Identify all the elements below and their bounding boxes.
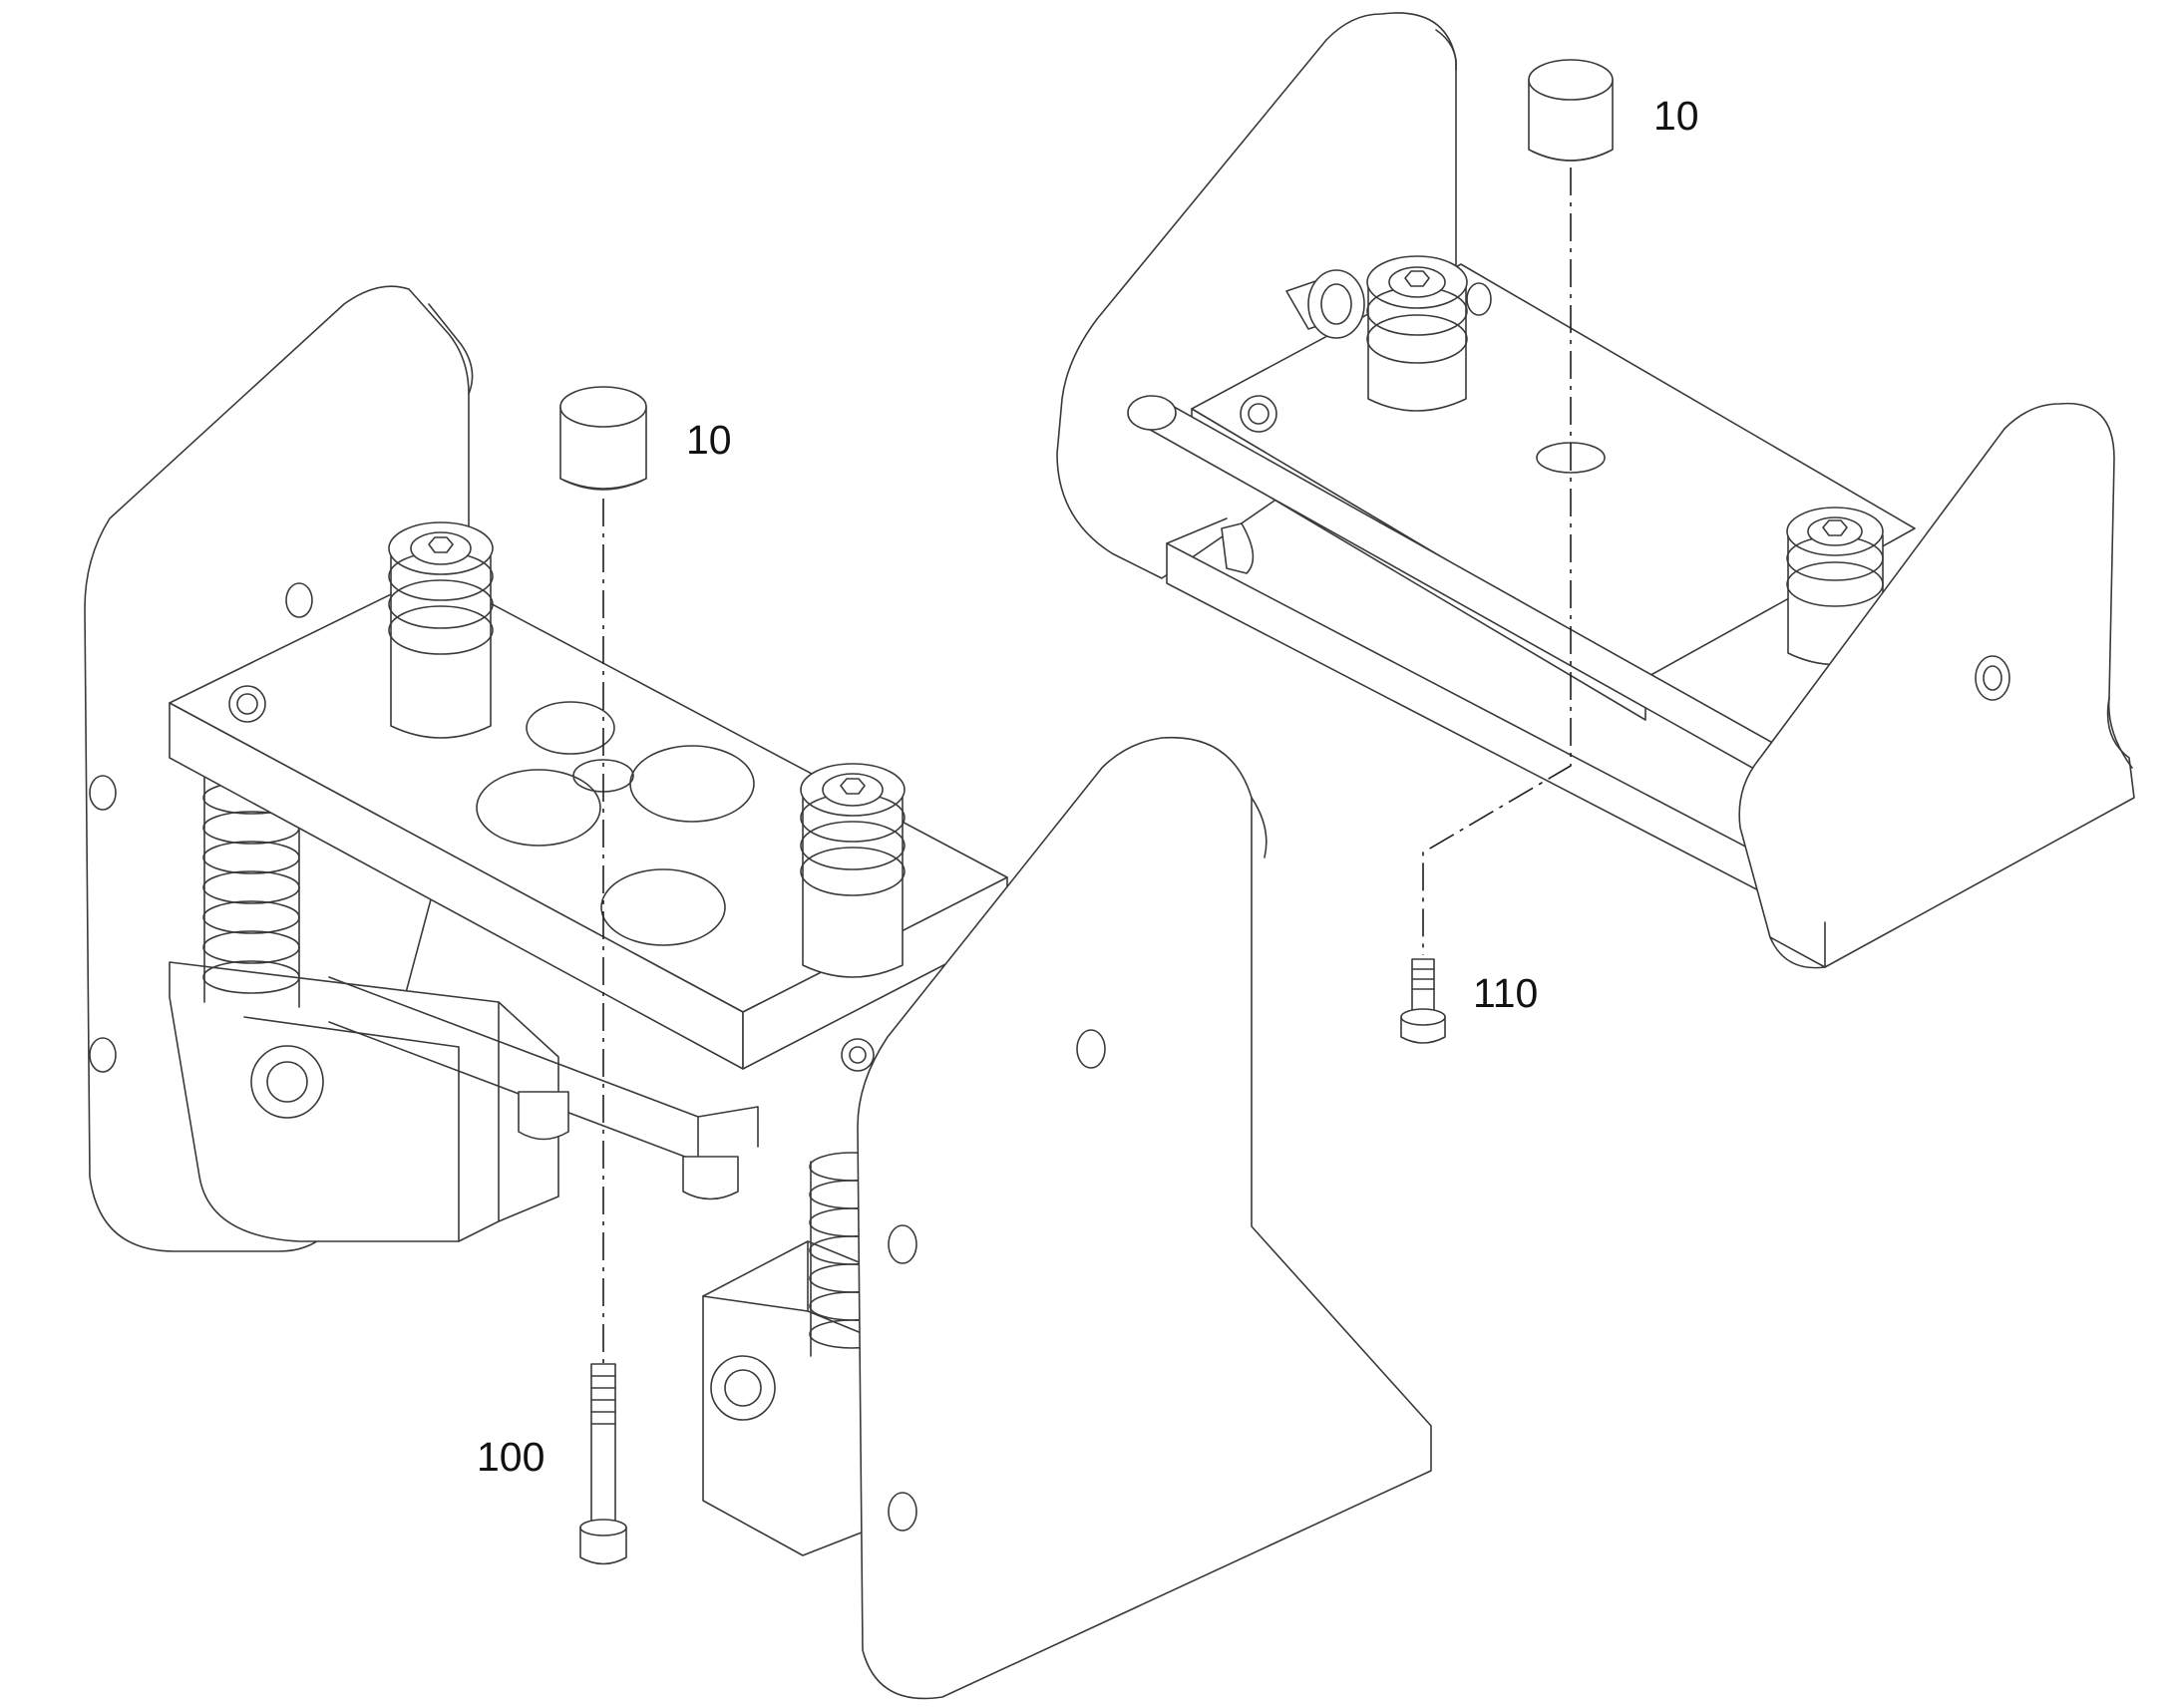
right-shoulder-bolt-rear [1366,255,1492,412]
left-screw-part [579,1363,627,1565]
right-screw-callout: 110 [1473,970,1538,1016]
left-shoulder-bolt-rear [388,521,494,739]
right-center-line [1422,168,1572,955]
right-cap-part [1528,59,1614,162]
right-screw-part [1400,958,1446,1044]
left-cap-callout: 10 [686,417,732,463]
right-cap-callout: 10 [1653,93,1699,139]
left-assembly: 10 100 [84,285,1432,1700]
left-screw-callout: 100 [477,1434,545,1480]
right-round-rod [1127,395,1786,779]
left-cap-part [559,386,647,491]
left-shoulder-bolt-front [800,763,906,978]
right-side-pin [1285,269,1365,339]
left-front-side-plate [857,736,1432,1700]
right-assembly: 10 110 [1056,12,2135,1044]
left-underside-guides [328,976,759,1200]
right-front-side-plate [1738,402,2135,969]
left-lower-block [169,961,559,1242]
